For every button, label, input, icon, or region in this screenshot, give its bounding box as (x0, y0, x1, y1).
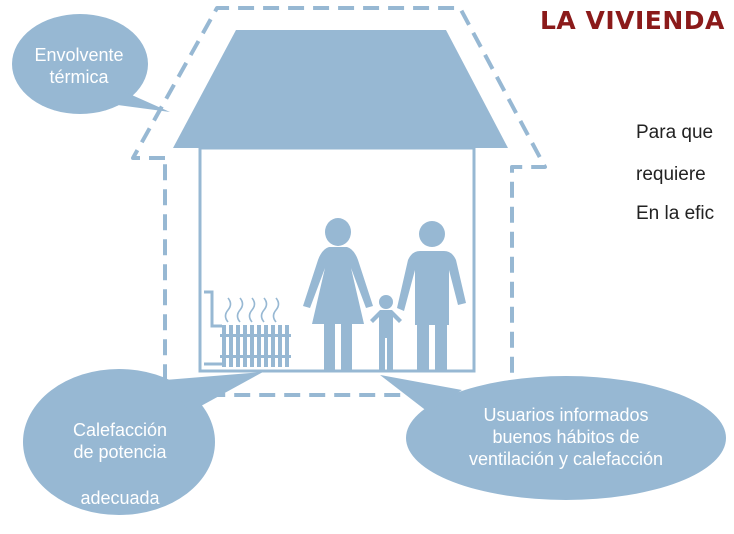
calefaccion-label-line-3: adecuada (80, 488, 160, 508)
envolvente-label-line-1: Envolvente (34, 45, 124, 65)
calefaccion-label-line-2: de potencia (73, 442, 167, 462)
usuarios-label-line-1: Usuarios informados (483, 405, 649, 425)
body-text-line-3: En la efic (636, 203, 715, 224)
envolvente-label: Envolvente térmica (18, 44, 140, 88)
usuarios-label: Usuarios informados buenos hábitos de ve… (436, 404, 696, 470)
heat-waves-icon (224, 297, 280, 323)
page-title: LA VIVIENDA (540, 6, 725, 35)
body-text-line-1: Para que (636, 122, 714, 143)
usuarios-label-line-3: ventilación y calefacción (468, 449, 664, 469)
calefaccion-bubble (23, 369, 263, 515)
envolvente-label-line-2: térmica (49, 67, 109, 87)
envolvente-bubble (12, 14, 170, 114)
woman-figure (303, 218, 373, 370)
body-text-line-2: requiere (636, 164, 706, 185)
calefaccion-label-line-1: Calefacción (72, 420, 168, 440)
house-roof (173, 30, 508, 148)
child-figure (370, 295, 402, 370)
radiator-icon (204, 290, 291, 367)
usuarios-bubble (380, 375, 726, 500)
man-figure (397, 221, 466, 370)
usuarios-label-line-2: buenos hábitos de (492, 427, 640, 447)
calefaccion-label: Calefacción de potencia adecuada (40, 419, 200, 509)
